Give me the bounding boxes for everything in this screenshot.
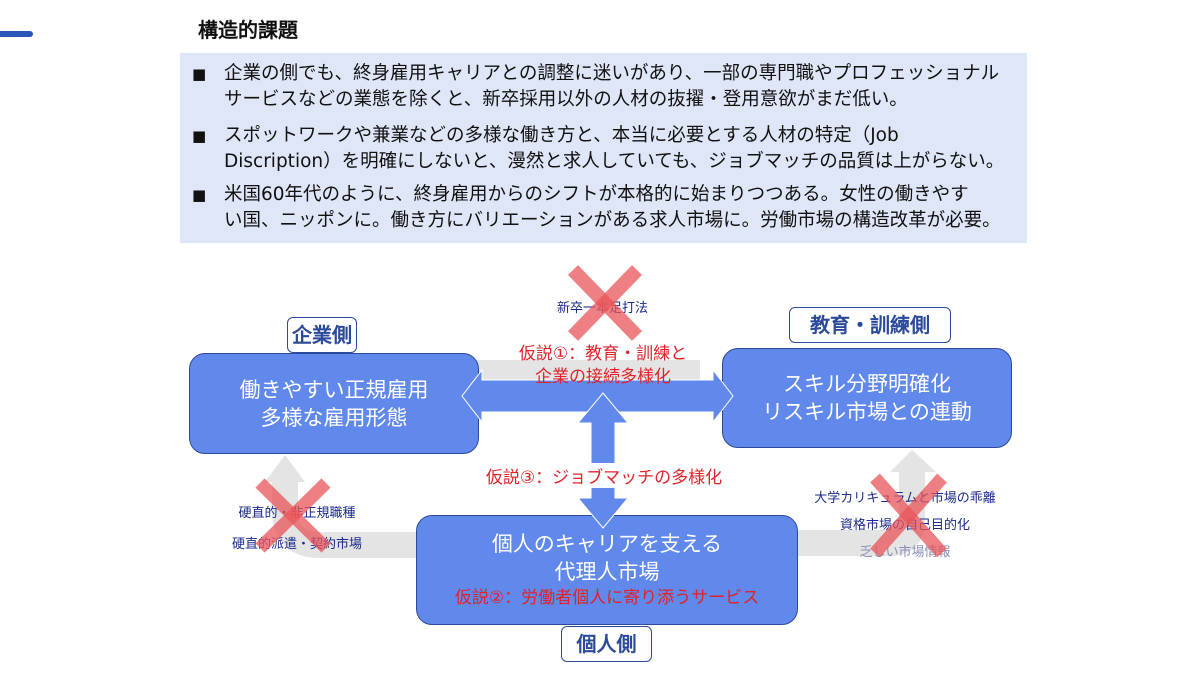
horizontal-double-arrow	[461, 368, 734, 424]
bullet-item: ■ 企業の側でも、終身雇用キャリアとの調整に迷いがあり、一部の専門職やプロフェッシ…	[192, 61, 1012, 113]
bullet-box: ■ 企業の側でも、終身雇用キャリアとの調整に迷いがあり、一部の専門職やプロフェッシ…	[180, 53, 1027, 243]
vertical-double-arrow	[576, 392, 630, 529]
cross-icon-top	[567, 265, 643, 341]
note-line: 大学カリキュラムと市場の乖離	[814, 491, 996, 506]
gray-arrowhead-right	[890, 450, 936, 472]
education-line: スキル分野明確化	[783, 372, 951, 396]
hypothesis-1-line: 企業の接続多様化	[535, 367, 671, 387]
bullet-line: Discription）を明確にしないと、漫然と求人していても、ジョブマッチの品…	[224, 151, 1005, 172]
page-title: 構造的課題	[198, 18, 298, 42]
hypothesis-1: 仮説①：教育・訓練と 企業の接続多様化	[508, 343, 698, 389]
bullet-square-icon: ■	[192, 186, 207, 204]
bullet-square-icon: ■	[192, 65, 207, 83]
company-line: 多様な雇用形態	[260, 405, 408, 430]
company-box: 働きやすい正規雇用 多様な雇用形態	[189, 353, 479, 454]
hypothesis-2: 仮説②：労働者個人に寄り添うサービス	[454, 588, 760, 608]
education-box: スキル分野明確化 リスキル市場との連動	[722, 348, 1012, 448]
bullet-line: サービスなどの業態を除くと、新卒採用以外の人材の抜擢・登用意欲がまだ低い。	[224, 89, 908, 110]
bullet-line: 米国60年代のように、終身雇用からのシフトが本格的に始まりつつある。女性の働きや…	[224, 184, 969, 205]
hypothesis-1-line: 仮説①：教育・訓練と	[518, 344, 688, 364]
individual-line: 個人のキャリアを支える	[491, 532, 723, 556]
individual-line: 代理人市場	[554, 560, 660, 584]
company-line: 働きやすい正規雇用	[239, 377, 429, 402]
accent-bar	[0, 31, 33, 37]
education-line: リスキル市場との連動	[762, 400, 972, 424]
gray-arrowhead-left	[265, 455, 305, 482]
company-side-tag: 企業側	[287, 317, 357, 353]
bullet-line: い国、ニッポンに。働き方にバリエーションがある求人市場に。労働市場の構造改革が必…	[224, 210, 1001, 231]
bullet-item: ■ 米国60年代のように、終身雇用からのシフトが本格的に始まりつつある。女性の働き…	[192, 182, 1012, 234]
bullet-line: 企業の側でも、終身雇用キャリアとの調整に迷いがあり、一部の専門職やプロフェッショ…	[224, 63, 1000, 84]
hypothesis-3: 仮説③：ジョブマッチの多様化	[484, 463, 724, 488]
bullet-line: スポットワークや兼業などの多様な働き方と、本当に必要とする人材の特定（Job	[224, 125, 899, 146]
individual-box: 個人のキャリアを支える 代理人市場 仮説②：労働者個人に寄り添うサービス	[416, 515, 798, 625]
cross-icon-left	[255, 478, 331, 553]
individual-side-tag: 個人側	[561, 626, 652, 662]
bullet-square-icon: ■	[192, 127, 207, 145]
cross-icon-right	[870, 473, 947, 558]
crossed-note-right: 大学カリキュラムと市場の乖離 資格市場の自己目的化 乏しい市場情報	[805, 485, 1005, 566]
education-side-tag: 教育・訓練側	[789, 307, 951, 343]
